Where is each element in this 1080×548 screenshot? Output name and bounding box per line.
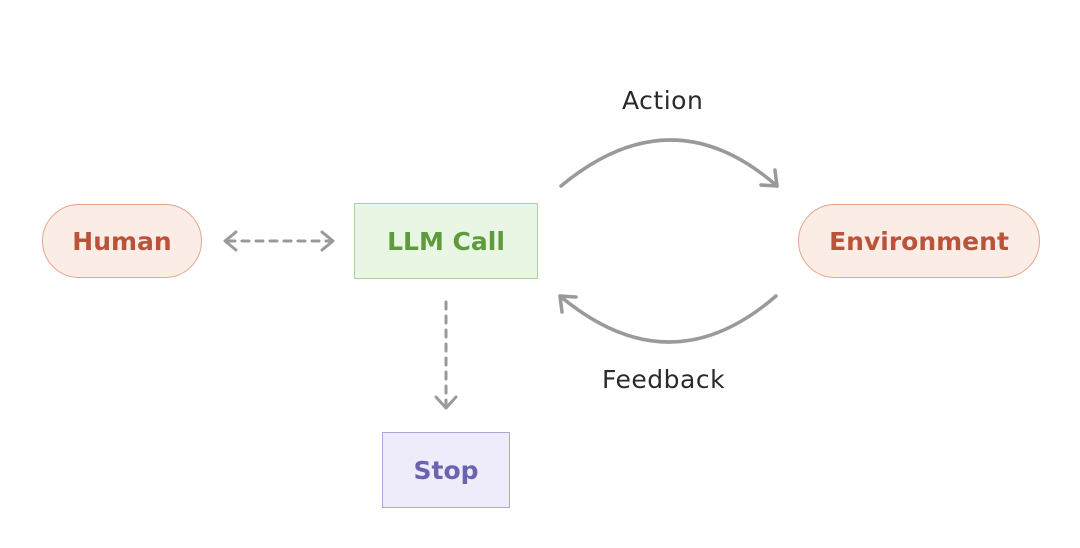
human-label: Human [72,226,172,256]
llm-call-node: LLM Call [354,203,538,279]
feedback-label: Feedback [602,365,726,394]
feedback-arrow [558,294,778,344]
environment-label: Environment [829,226,1009,256]
action-arrow [559,138,779,188]
environment-node: Environment [798,204,1040,278]
llm-call-label: LLM Call [387,226,505,256]
stop-node: Stop [382,432,510,508]
llm-stop-dashed-arrow [434,300,458,410]
human-llm-dashed-arrow [223,230,335,252]
action-label: Action [622,86,704,115]
stop-label: Stop [413,455,479,485]
human-node: Human [42,204,202,278]
